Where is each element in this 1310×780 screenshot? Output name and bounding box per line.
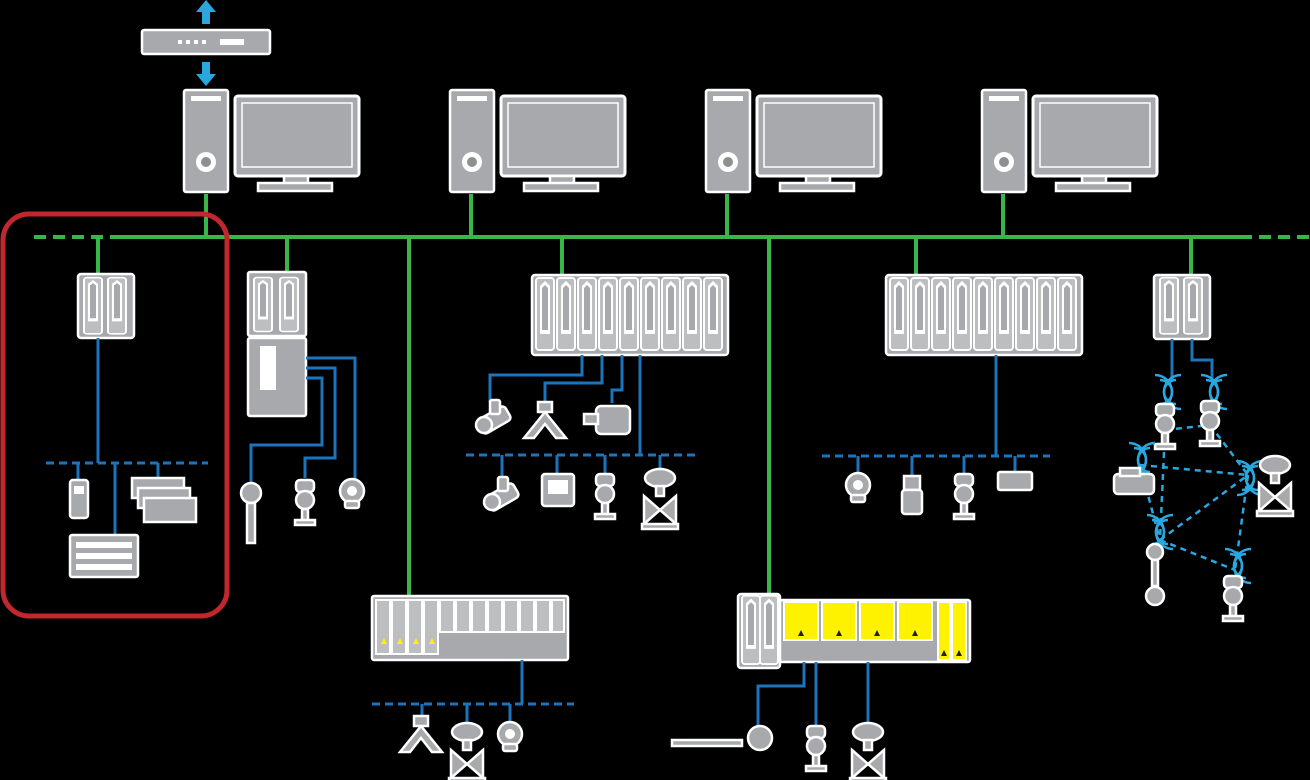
wireless-gateway-icon[interactable] — [1152, 273, 1212, 341]
wireless-transmitter-icon[interactable] — [1144, 542, 1166, 607]
controller-icon[interactable] — [530, 273, 730, 357]
workstation-icon[interactable] — [182, 88, 361, 194]
transmitter-icon[interactable] — [952, 472, 976, 521]
analyzer-icon[interactable] — [540, 472, 576, 508]
motor-icon[interactable] — [582, 404, 632, 436]
transmitter-icon[interactable] — [593, 472, 617, 521]
gauge-icon[interactable] — [338, 477, 366, 510]
uplink-arrow-icon — [196, 0, 216, 86]
io-module-icon[interactable] — [68, 533, 140, 579]
workstation-icon[interactable] — [980, 88, 1159, 194]
flowmeter-icon[interactable] — [474, 398, 514, 437]
level-transmitter-icon[interactable] — [239, 481, 263, 545]
drive-icon[interactable] — [68, 478, 90, 520]
wireless-transmitter-icon[interactable] — [1221, 574, 1245, 623]
valve-icon[interactable] — [640, 467, 680, 531]
remote-io-icon[interactable] — [246, 270, 308, 418]
coriolis-meter-icon[interactable] — [521, 400, 569, 440]
valve-icon[interactable] — [848, 721, 888, 780]
controller-icon[interactable] — [76, 272, 136, 340]
transmitter-icon[interactable] — [293, 478, 317, 527]
coriolis-meter-icon[interactable] — [397, 714, 445, 754]
controller-icon[interactable] — [884, 273, 1084, 357]
wireless-transmitter-icon[interactable] — [1198, 399, 1222, 448]
gauge-icon[interactable] — [844, 471, 872, 504]
workstation-icon[interactable] — [448, 88, 627, 194]
terminal-block-icon[interactable] — [996, 470, 1034, 492]
workstation-icon[interactable] — [704, 88, 883, 194]
io-subsystem-icon[interactable] — [370, 594, 570, 662]
io-module-icon[interactable] — [130, 476, 198, 524]
gauge-icon[interactable] — [496, 720, 524, 753]
wireless-adapter-icon[interactable] — [1112, 466, 1156, 496]
valve-icon[interactable] — [447, 721, 487, 780]
transmitter-icon[interactable] — [804, 724, 828, 773]
flowmeter-icon[interactable] — [482, 475, 522, 514]
pressure-switch-icon[interactable] — [900, 474, 924, 516]
router-icon[interactable] — [140, 28, 272, 56]
plant-network-bus — [34, 194, 1310, 598]
safety-io-icon[interactable] — [736, 592, 972, 670]
highlighted-controller-group[interactable] — [0, 211, 230, 619]
vortex-flowmeter-icon[interactable] — [670, 724, 774, 752]
valve-icon[interactable] — [1255, 454, 1295, 518]
wireless-transmitter-icon[interactable] — [1153, 402, 1177, 451]
